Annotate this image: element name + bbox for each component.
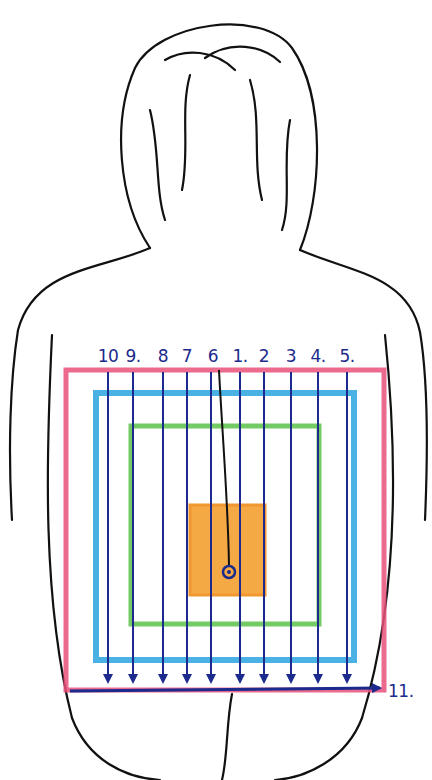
pink-rectangle (66, 370, 384, 690)
spine-line (222, 694, 232, 780)
callout-number: 1. (232, 346, 247, 366)
hair-strands (150, 47, 290, 230)
person-outline (10, 25, 427, 780)
stroke-arrow (317, 372, 319, 682)
stroke-arrow (290, 372, 292, 682)
stroke-arrow (107, 372, 109, 682)
callout-number: 5. (339, 346, 354, 366)
right-hip (275, 718, 362, 780)
blue-rectangle (96, 393, 354, 660)
callout-number: 2 (259, 346, 269, 366)
bottom-arrow (70, 688, 380, 691)
leader-line (219, 370, 229, 566)
callout-number: 11. (388, 681, 414, 701)
callout-number: 8 (158, 346, 168, 366)
stroke-arrow (162, 372, 164, 682)
callout-number: 6 (208, 346, 218, 366)
stroke-arrow (186, 372, 188, 682)
callout-number: 9. (125, 346, 140, 366)
head-outline (121, 25, 317, 250)
callout-number: 7 (182, 346, 192, 366)
stroke-arrow (239, 372, 241, 682)
stroke-arrow (263, 372, 265, 682)
stroke-arrow (132, 372, 134, 682)
stroke-arrow (210, 372, 212, 682)
start-circle (223, 566, 235, 578)
callout-number: 3 (286, 346, 296, 366)
left-hip (72, 718, 160, 780)
stroke-arrows (70, 372, 380, 691)
callout-number: 10 (98, 346, 119, 366)
right-arm-line (362, 335, 393, 718)
callout-number: 4. (310, 346, 325, 366)
start-dot (227, 570, 231, 574)
stroke-arrow (346, 372, 348, 682)
